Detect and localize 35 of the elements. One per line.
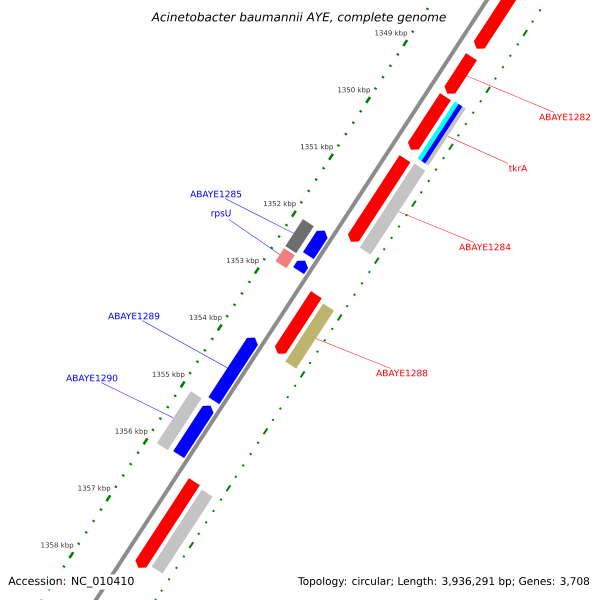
gene-feature <box>408 93 451 150</box>
leader-line <box>466 76 554 113</box>
accession-label: Accession: NC_010410 <box>6 574 136 590</box>
gene-feature <box>418 102 466 166</box>
gene-label: ABAYE1282 <box>539 114 590 120</box>
gene-feature <box>208 338 258 404</box>
gene-label: tkrA <box>508 164 528 172</box>
gene-feature <box>302 230 328 260</box>
gene-label: ABAYE1289 <box>108 312 160 320</box>
gene-feature <box>360 164 426 255</box>
gene-label: rpsU <box>211 210 231 218</box>
leader-line <box>316 338 391 369</box>
gene-feature <box>135 478 200 568</box>
gene-label: ABAYE1284 <box>459 244 510 250</box>
leader-line <box>101 382 174 418</box>
leader-line <box>398 211 474 243</box>
leader-line <box>224 198 294 234</box>
title: Acinetobacter baumannii AYE, complete genome <box>150 10 448 26</box>
gene-feature <box>444 53 477 94</box>
gene-label: ABAYE1288 <box>376 370 428 376</box>
leader-line <box>448 136 508 164</box>
gene-feature <box>276 248 295 268</box>
gene-feature <box>274 291 322 354</box>
gene-feature <box>285 219 314 254</box>
topology-label: Topology: circular; Length: 3,936,291 bp; Genes: 3,708 <box>296 574 592 590</box>
gene-label: ABAYE1285 <box>190 190 242 198</box>
gene-feature <box>156 391 202 450</box>
gene-feature <box>173 406 214 458</box>
gene-label: ABAYE1290 <box>66 374 118 382</box>
gene-feature <box>293 260 308 274</box>
gene-feature <box>285 304 334 369</box>
gene-feature <box>152 490 213 574</box>
leader-line <box>142 320 228 368</box>
leader-line <box>228 219 280 255</box>
gene-feature <box>348 155 410 242</box>
